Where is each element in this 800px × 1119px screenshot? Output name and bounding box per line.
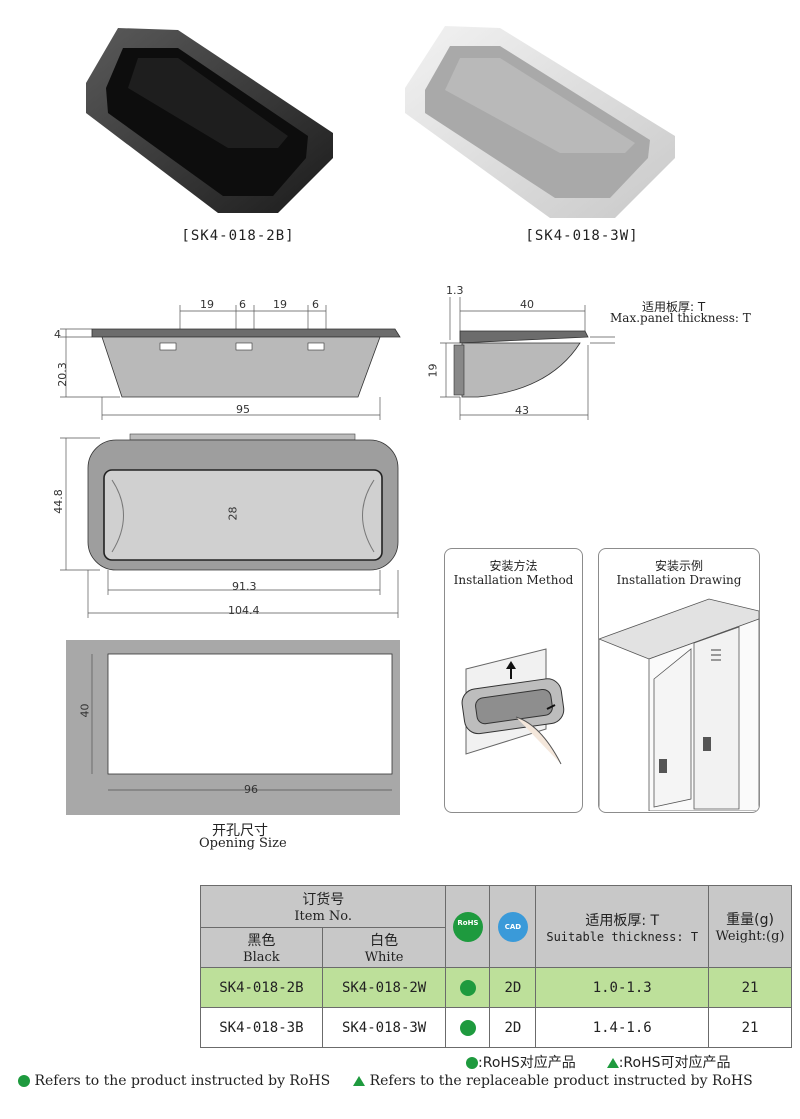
replaceable-legend-triangle-icon: [606, 1058, 619, 1068]
thickness-cell: 1.0-1.3: [535, 967, 710, 1008]
side-view-drawing: [440, 297, 615, 420]
cutout-dim-96: 96: [244, 783, 258, 796]
rohs-legend-dot-icon: [466, 1057, 478, 1069]
installation-method-title-en: Installation Method: [453, 573, 574, 587]
cad-badge-icon: CAD: [497, 911, 528, 942]
replaceable-legend-triangle-icon: [353, 1076, 366, 1086]
opening-size-title-en: Opening Size: [199, 836, 287, 851]
thickness-en: Suitable thickness: T: [546, 929, 699, 944]
weight-cn: 重量(g): [726, 912, 774, 928]
installation-drawing-panel: 安装示例 Installation Drawing: [598, 548, 760, 813]
cad-badge-label: CAD: [504, 922, 522, 931]
cutout-dim-40: 40: [78, 703, 92, 718]
dim-28: 28: [226, 506, 240, 521]
white-handle-photo: [405, 26, 675, 218]
black-item-no: SK4-018-3B: [200, 1007, 323, 1048]
dim-6a: 6: [239, 298, 246, 311]
rohs-cell: [445, 967, 491, 1008]
installation-method-title-cn: 安装方法: [489, 559, 538, 573]
item-no-en: Item No.: [294, 909, 353, 924]
rohs-header: RoHS: [445, 885, 491, 968]
dim-43: 43: [515, 404, 529, 417]
thickness-header: 适用板厚: T Suitable thickness: T: [535, 885, 710, 968]
white-header: 白色 White: [321, 927, 447, 968]
locker-illustration: [599, 598, 759, 811]
panel-thickness-note-en: Max.panel thickness: T: [610, 311, 751, 325]
dim-20-3: 20.3: [55, 362, 69, 387]
top-view-drawing: [60, 433, 399, 618]
rohs-cell: [445, 1007, 491, 1048]
black-item-no: SK4-018-2B: [200, 967, 323, 1008]
black-cn: 黑色: [247, 933, 276, 949]
weight-cell: 21: [708, 967, 792, 1008]
dim-4: 4: [54, 328, 61, 341]
rohs-badge-label: RoHS: [457, 918, 479, 927]
dim-19-side: 19: [426, 363, 440, 378]
cutout-drawing: [66, 640, 400, 815]
cad-header: CAD: [489, 885, 537, 968]
rohs-dot-icon: [459, 1019, 476, 1036]
thickness-cell: 1.4-1.6: [535, 1007, 710, 1048]
dim-40-side: 40: [520, 298, 534, 311]
legend-rohs-en: Refers to the product instructed by RoHS: [34, 1073, 331, 1089]
dim-44-8: 44.8: [51, 489, 65, 514]
dim-1-3: 1.3: [446, 284, 464, 297]
spec-table: 订货号 Item No. RoHS CAD 适用板厚: T Suitable t…: [199, 885, 792, 1048]
black-en: Black: [243, 950, 280, 965]
black-product-caption: [SK4-018-2B]: [181, 228, 295, 244]
weight-en: Weight:(g): [715, 929, 785, 944]
weight-header: 重量(g) Weight:(g): [708, 885, 792, 968]
legend-replaceable-en: Refers to the replaceable product instru…: [369, 1073, 753, 1089]
item-no-cn: 订货号: [302, 892, 345, 908]
rohs-dot-icon: [459, 979, 476, 996]
spec-table-header: 订货号 Item No. RoHS CAD 适用板厚: T Suitable t…: [199, 885, 792, 968]
rohs-badge-icon: RoHS: [452, 911, 483, 942]
opening-size-title-cn: 开孔尺寸: [212, 823, 268, 839]
installation-method-illustration: [461, 648, 565, 765]
dim-19a: 19: [200, 298, 214, 311]
installation-method-panel: 安装方法 Installation Method: [444, 548, 583, 813]
black-handle-photo: [86, 28, 333, 213]
white-en: White: [364, 950, 404, 965]
panel-thickness-note-cn: 适用板厚: T: [642, 300, 706, 314]
front-view-drawing: [60, 305, 401, 420]
white-item-no: SK4-018-2W: [321, 967, 447, 1008]
item-no-header: 订货号 Item No.: [199, 885, 447, 928]
table-row: SK4-018-3B SK4-018-3W 2D 1.4-1.6 21: [200, 1007, 792, 1048]
legend-rohs-possible-cn: :RoHS可对应产品: [618, 1055, 731, 1071]
black-header: 黑色 Black: [200, 927, 323, 968]
cad-cell: 2D: [489, 967, 537, 1008]
installation-drawing-title-cn: 安装示例: [654, 559, 703, 573]
installation-drawing-title-en: Installation Drawing: [616, 573, 742, 587]
table-row: SK4-018-2B SK4-018-2W 2D 1.0-1.3 21: [200, 967, 792, 1008]
legend-cn-line: :RoHS对应产品 :RoHS可对应产品: [466, 1052, 731, 1072]
cad-cell: 2D: [489, 1007, 537, 1048]
dim-95: 95: [236, 403, 250, 416]
legend-en-line: Refers to the product instructed by RoHS…: [18, 1073, 753, 1089]
thickness-cn: 适用板厚: T: [585, 912, 660, 929]
weight-cell: 21: [708, 1007, 792, 1048]
legend-rohs-cn: :RoHS对应产品: [478, 1055, 576, 1071]
rohs-legend-dot-icon: [18, 1075, 30, 1087]
white-item-no: SK4-018-3W: [321, 1007, 447, 1048]
dim-6b: 6: [312, 298, 319, 311]
white-cn: 白色: [370, 933, 399, 949]
dim-19b: 19: [273, 298, 287, 311]
dim-91-3: 91.3: [232, 580, 257, 593]
white-product-caption: [SK4-018-3W]: [525, 228, 639, 244]
dim-104-4: 104.4: [228, 604, 260, 617]
